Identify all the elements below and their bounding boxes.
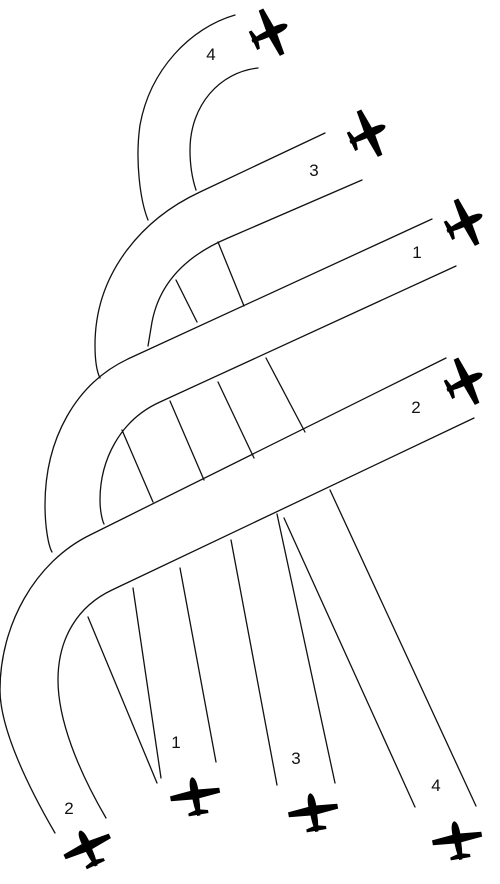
track-3-lane-edge-d [230,539,278,786]
label-track-3-bottom: 3 [291,749,300,768]
track-3-inner-edge [147,179,363,347]
track-1-inner-edge [99,265,457,525]
track-3 [94,132,363,786]
track-1-outer-edge [44,218,433,553]
track-4-lane-edge-d [283,517,416,808]
airplane-icon [339,102,397,165]
track-3-lane-edge-a [175,279,198,323]
airplane-icon [436,191,494,254]
track-1-lane-edge-d [132,587,162,779]
label-track-1-bottom: 1 [171,733,180,752]
track-4-lane-edge-b [265,357,306,433]
track-3-lane-edge-c [276,513,336,784]
track-1-lane-edge-c [179,567,217,763]
track-1 [44,218,457,779]
track-4-outer-edge [137,14,236,221]
label-track-4-bottom: 4 [431,776,440,795]
track-3-outer-edge [94,132,326,379]
label-track-3-top: 3 [309,161,318,180]
label-track-2-bottom: 2 [64,799,73,818]
track-1-lane-edge-a [121,429,154,503]
track-1-lane-edge-b [169,400,205,481]
track-2 [0,357,475,834]
airplane-icon [56,819,119,877]
track-3-lane-edge-b [217,381,255,459]
track-4-lane-edge-c [329,489,477,807]
track-2-outer-edge [0,357,447,834]
track-4-inner-edge [189,67,259,191]
airplane-icon [285,788,342,837]
track-2-inner-edge [57,417,475,819]
label-track-2-top: 2 [411,398,420,417]
airplane-icon [436,350,494,413]
track-2-lane-edge-a [87,616,158,784]
airplane-icon [241,1,299,64]
label-track-1-top: 1 [412,243,421,262]
label-track-4-top: 4 [206,45,215,64]
track-4-lane-edge-a [217,241,245,307]
airplane-icon [167,772,224,821]
airplane-icon [429,816,486,865]
track-4 [137,14,477,808]
